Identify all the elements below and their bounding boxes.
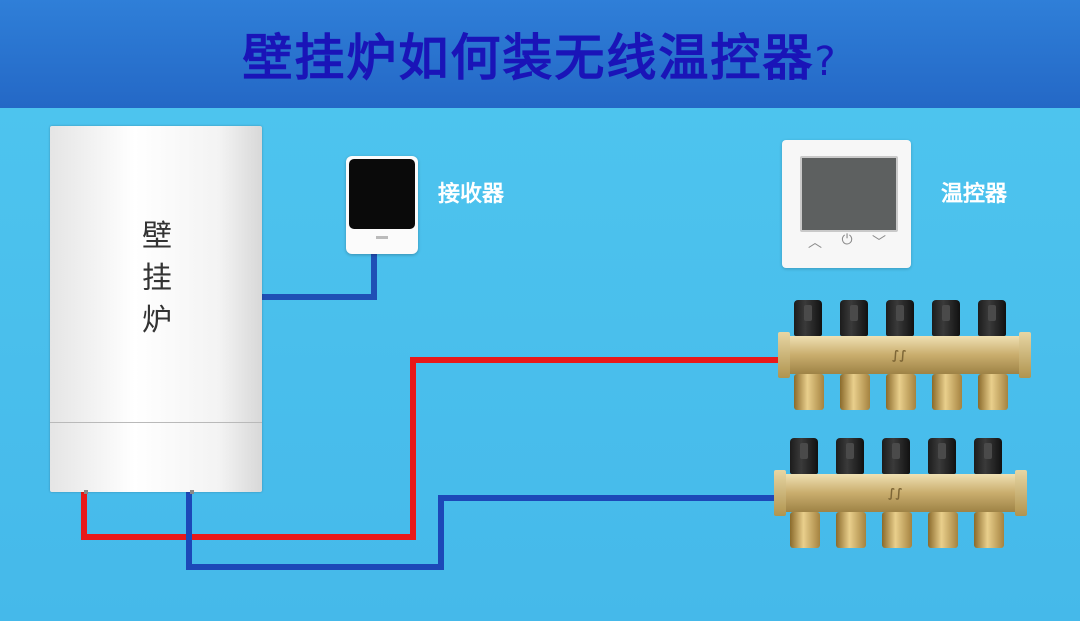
pipe-fitting <box>886 374 916 410</box>
page-title: 壁挂炉如何装无线温控器? <box>0 18 1080 90</box>
page-title-mark: ? <box>814 39 838 85</box>
valve-actuator <box>928 438 956 474</box>
manifold-endcap <box>778 332 790 378</box>
thermostat-display <box>800 156 898 232</box>
receiver-device <box>346 156 418 254</box>
valve-actuator <box>932 300 960 336</box>
manifold-logo-icon: ∫∫ <box>888 486 903 500</box>
supply-manifold: ∫∫ <box>778 300 1031 430</box>
manifold-logo-icon: ∫∫ <box>892 348 907 362</box>
boiler-label-char: 炉 <box>142 303 172 338</box>
manifold-endcap <box>1015 470 1027 516</box>
valve-actuator <box>794 300 822 336</box>
page-title-text: 壁挂炉如何装无线温控器 <box>242 29 815 87</box>
pipe-fitting <box>840 374 870 410</box>
thermostat-device: ︿ ⏻ ﹀ <box>782 140 911 268</box>
receiver-logo-icon <box>376 236 388 239</box>
boiler-label: 壁挂炉 <box>140 216 174 342</box>
thermostat-caption: 温控器 <box>941 182 1008 207</box>
header-banner: 壁挂炉如何装无线温控器? <box>0 0 1080 108</box>
pipe-fitting <box>790 512 820 548</box>
valve-actuator <box>886 300 914 336</box>
manifold-endcap <box>774 470 786 516</box>
supply-pipe <box>81 357 782 540</box>
return-manifold: ∫∫ <box>774 438 1027 568</box>
pipe-fitting <box>978 374 1008 410</box>
manifold-body <box>782 336 1027 374</box>
pipe-fitting <box>932 374 962 410</box>
boiler-label-char: 挂 <box>142 261 172 296</box>
receiver-face <box>349 159 415 229</box>
receiver-wire <box>262 254 377 300</box>
pipe-fitting <box>794 374 824 410</box>
valve-actuator <box>978 300 1006 336</box>
pipe-fitting <box>928 512 958 548</box>
boiler-pipe-outlet <box>84 490 88 494</box>
manifold-body <box>778 474 1023 512</box>
boiler-label-char: 壁 <box>142 219 172 254</box>
pipe-fitting <box>882 512 912 548</box>
return-pipe <box>186 492 780 570</box>
boiler-pipe-inlet <box>190 490 194 494</box>
manifold-endcap <box>1019 332 1031 378</box>
up-arrow-icon: ︿ <box>808 235 822 251</box>
wall-boiler: 壁挂炉 <box>50 126 262 494</box>
valve-actuator <box>974 438 1002 474</box>
pipe-fitting <box>974 512 1004 548</box>
down-arrow-icon: ﹀ <box>872 235 886 251</box>
valve-actuator <box>882 438 910 474</box>
pipe-fitting <box>836 512 866 548</box>
valve-actuator <box>836 438 864 474</box>
receiver-caption: 接收器 <box>438 182 505 207</box>
power-icon: ⏻ <box>841 232 853 248</box>
valve-actuator <box>790 438 818 474</box>
valve-actuator <box>840 300 868 336</box>
boiler-panel-seam <box>50 422 262 423</box>
